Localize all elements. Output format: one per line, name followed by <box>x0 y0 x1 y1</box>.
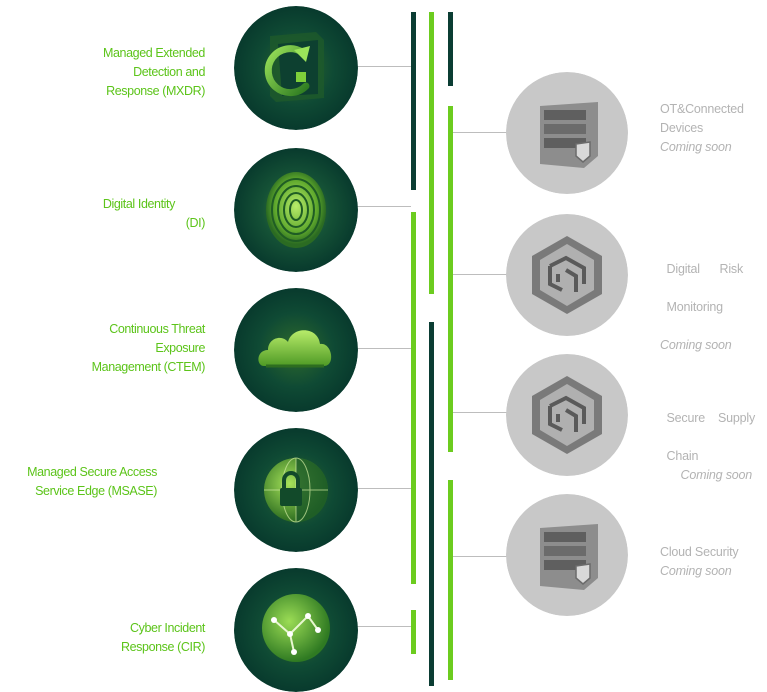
service-label-ctem: Continuous Threat Exposure Management (C… <box>91 322 206 374</box>
service-label-mxdr: Managed Extended Detection and Response … <box>102 46 205 98</box>
timeline-bar <box>411 12 416 190</box>
service-circle-cir <box>234 568 358 692</box>
coming-soon-label: Coming soon <box>660 338 732 352</box>
connector-line <box>453 132 507 133</box>
maze-hexagon-icon <box>506 214 628 336</box>
service-circle-msase <box>234 428 358 552</box>
shield-arrow-icon <box>234 6 358 130</box>
cloud-icon <box>234 288 358 412</box>
service-circle-ctem <box>234 288 358 412</box>
timeline-bar <box>448 106 453 452</box>
network-globe-icon <box>234 568 358 692</box>
upcoming-label-cloud: Cloud Security Coming soon <box>660 543 765 581</box>
connector-line <box>356 66 411 67</box>
coming-soon-label: Coming soon <box>660 140 732 154</box>
fingerprint-icon <box>234 148 358 272</box>
timeline-bar <box>448 480 453 680</box>
server-shield-icon <box>506 494 628 616</box>
service-label-cir: Cyber Incident Response (CIR) <box>120 621 205 654</box>
upcoming-label-ot: OT&Connected Devices Coming soon <box>660 100 765 157</box>
service-label-msase: Managed Secure Access Service Edge (MSAS… <box>27 465 157 498</box>
padlock-globe-icon <box>234 428 358 552</box>
upcoming-circle-drm <box>506 214 628 336</box>
upcoming-circle-ot <box>506 72 628 194</box>
timeline-bar <box>429 322 434 686</box>
timeline-bar <box>411 610 416 654</box>
service-circle-mxdr <box>234 6 358 130</box>
upcoming-circle-ssc <box>506 354 628 476</box>
connector-line <box>356 348 411 349</box>
connector-line <box>453 412 507 413</box>
server-shield-icon <box>506 72 628 194</box>
coming-soon-label: Coming soon <box>660 564 732 578</box>
timeline-bar <box>429 12 434 294</box>
connector-line <box>356 626 411 627</box>
upcoming-label-drm: Digital Risk Monitoring Coming soon <box>660 241 765 374</box>
upcoming-circle-cloud <box>506 494 628 616</box>
service-label-di: Digital Identity (DI) <box>102 197 206 230</box>
connector-line <box>356 206 411 207</box>
connector-line <box>453 274 507 275</box>
maze-hexagon-icon <box>506 354 628 476</box>
service-circle-di <box>234 148 358 272</box>
connector-line <box>453 556 507 557</box>
upcoming-label-ssc: Secure Supply Chain Coming soon <box>666 411 756 482</box>
timeline-bar <box>448 12 453 86</box>
coming-soon-label: Coming soon <box>680 468 753 482</box>
connector-line <box>356 488 411 489</box>
timeline-bar <box>411 212 416 584</box>
